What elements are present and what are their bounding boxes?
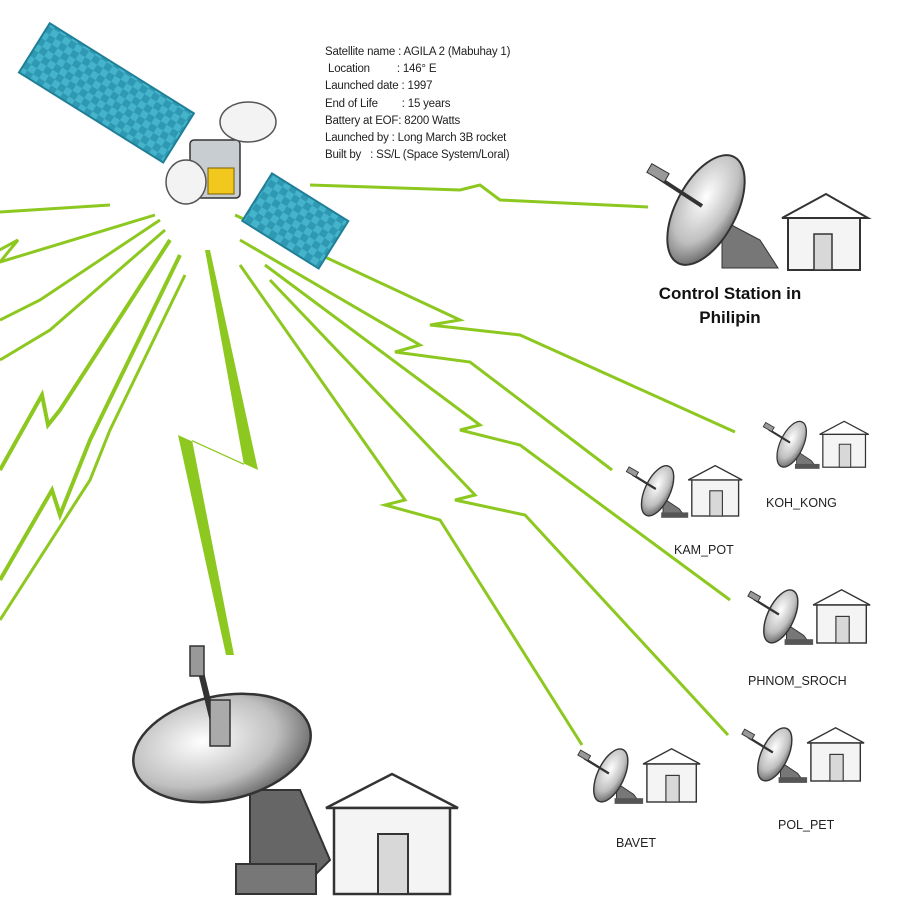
control-station: [646, 154, 872, 271]
station-label-koh-kong: KOH_KONG: [766, 496, 837, 510]
station-label-phnom-sroch: PHNOM_SROCH: [748, 674, 847, 688]
beam-pol-pet: [268, 278, 730, 737]
info-row-built-by: Built by : SS/L (Space System/Loral): [325, 149, 510, 162]
beam-left-1: [0, 203, 111, 214]
signal-beams: [0, 183, 736, 746]
satellite-info-panel: Satellite name : AGILA 2 (Mabuhay 1) Loc…: [325, 44, 510, 164]
station-phnom-sroch: [746, 583, 872, 650]
beam-left-7: [0, 274, 187, 621]
antenna-reflector-top: [219, 101, 277, 143]
info-row-satellite-name: Satellite name : AGILA 2 (Mabuhay 1): [325, 46, 511, 58]
info-row-launched-date: Launched date : 1997: [325, 80, 433, 93]
beam-control-station: [309, 183, 649, 209]
info-row-battery: Battery at EOF: 8200 Watts: [325, 114, 461, 127]
station-label-pol-pet: POL_PET: [778, 818, 835, 832]
dish-icon: [666, 154, 746, 266]
beam-left-3: [0, 218, 161, 322]
info-row-end-of-life: End of Life : 15 years: [325, 97, 451, 110]
beam-kam-pot: [239, 238, 613, 472]
satellite: [17, 21, 350, 270]
beam-left-5: [0, 238, 172, 471]
solar-panel-right: [240, 171, 350, 270]
beam-phnom-sroch: [264, 263, 731, 602]
beam-left-6: [0, 254, 182, 582]
control-station-title: Control Station in Philipin: [658, 284, 802, 327]
info-row-launched-by: Launched by : Long March 3B rocket: [325, 132, 507, 145]
station-pol-pet: [740, 721, 866, 788]
station-bavet: [576, 742, 702, 809]
station-label-bavet: BAVET: [616, 836, 657, 850]
beam-main-station: [178, 250, 258, 655]
solar-panel-left: [17, 21, 196, 164]
beam-bavet: [238, 264, 584, 746]
info-row-location: Location : 146° E: [328, 63, 437, 76]
large-dish-icon: [132, 692, 312, 804]
beam-left-4: [0, 228, 166, 362]
main-ground-station: [132, 645, 459, 896]
beam-koh-kong: [234, 213, 736, 434]
antenna-reflector-bottom: [165, 159, 207, 205]
station-label-kam-pot: KAM_POT: [674, 543, 734, 557]
station-koh-kong: [762, 416, 870, 473]
station-kam-pot: [625, 459, 744, 522]
beam-left-2: [0, 213, 156, 264]
